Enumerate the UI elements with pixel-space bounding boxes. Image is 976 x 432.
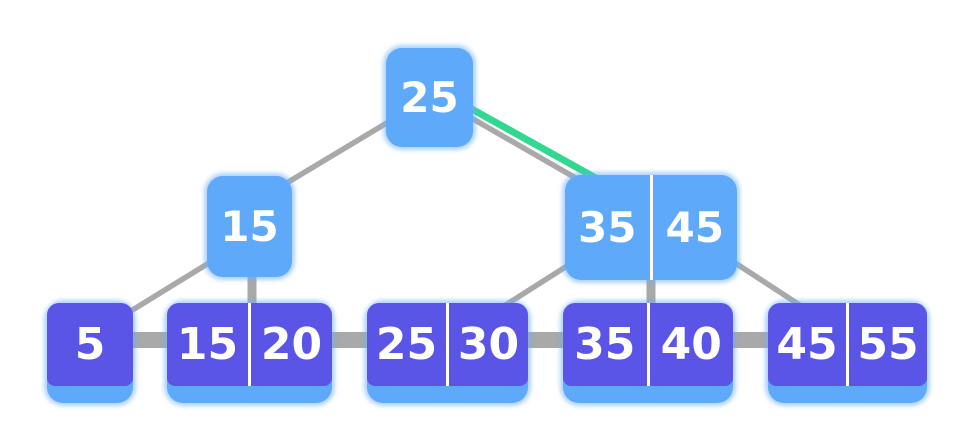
leaf-node-35-40: 35 40 (563, 303, 733, 403)
leaf-body: 35 40 (563, 303, 733, 386)
node-key: 25 (400, 73, 459, 122)
node-key: 30 (446, 303, 528, 386)
leaf-body: 45 55 (768, 303, 927, 386)
leaf-body: 5 (47, 303, 133, 386)
node-key: 35 (578, 203, 637, 252)
leaf-body: 25 30 (367, 303, 528, 386)
node-key: 45 (776, 319, 838, 370)
node-key: 40 (646, 303, 734, 386)
node-key: 20 (248, 303, 332, 386)
node-key: 15 (176, 319, 239, 370)
leaf-body: 15 20 (167, 303, 332, 386)
leaf-node-45-55: 45 55 (768, 303, 927, 403)
node-key: 25 (375, 319, 438, 370)
leaf-node-25-30: 25 30 (367, 303, 528, 403)
node-key: 35 (574, 319, 636, 370)
internal-node-25: 25 (386, 48, 473, 147)
internal-node-15: 15 (207, 176, 292, 277)
node-key: 5 (74, 319, 106, 370)
leaf-node-15-20: 15 20 (167, 303, 332, 403)
node-key: 55 (846, 303, 927, 386)
node-key: 45 (649, 175, 738, 280)
internal-node-35-45: 35 45 (565, 175, 737, 280)
leaf-node-5: 5 (47, 303, 133, 403)
node-key: 15 (220, 202, 279, 251)
